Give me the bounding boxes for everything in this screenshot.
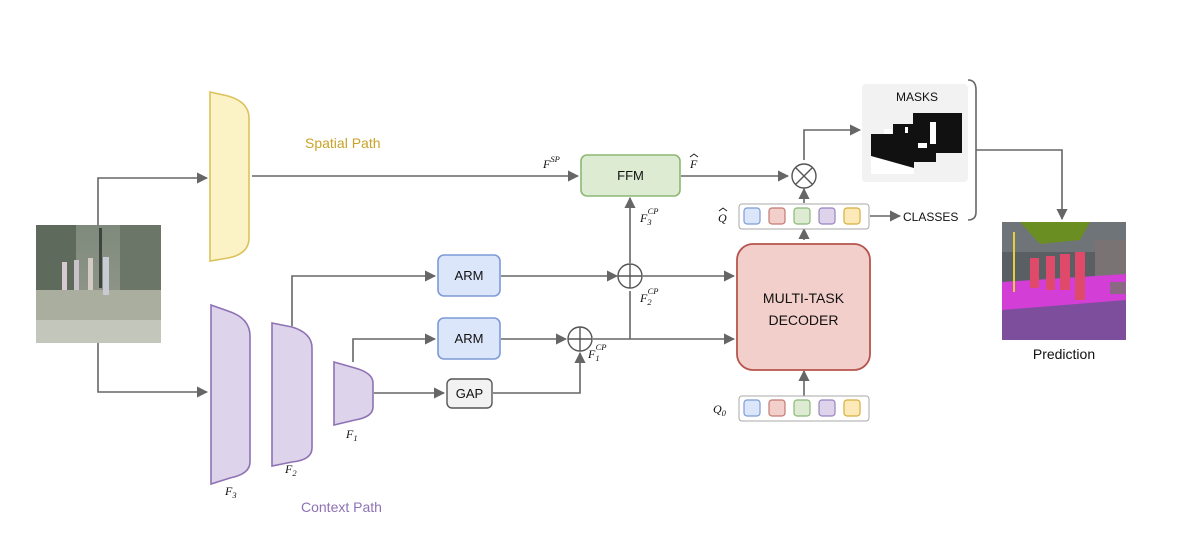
context-block-f1[interactable] bbox=[333, 360, 374, 427]
query-token bbox=[818, 399, 836, 417]
arm-block-top[interactable]: ARM bbox=[437, 254, 501, 297]
f-hat-label: F bbox=[689, 153, 699, 171]
context-block-f3[interactable] bbox=[210, 303, 251, 486]
classes-label: CLASSES bbox=[903, 210, 958, 224]
f-sp-label: FSP bbox=[542, 154, 560, 171]
query-token bbox=[768, 207, 786, 225]
q-hat-query-row bbox=[738, 203, 870, 230]
multiply-node bbox=[791, 163, 817, 189]
prediction-image bbox=[1002, 222, 1126, 340]
masks-label: MASKS bbox=[896, 90, 938, 104]
context-path-label: Context Path bbox=[301, 499, 382, 515]
svg-text:F: F bbox=[689, 157, 698, 171]
query-token bbox=[768, 399, 786, 417]
q0-label: Q0 bbox=[713, 402, 727, 418]
svg-text:Q: Q bbox=[718, 211, 727, 225]
output-bracket bbox=[967, 79, 977, 221]
f3-label: F3 bbox=[224, 484, 237, 500]
f3-cp-label: F3CP bbox=[639, 206, 658, 227]
arm-block-bottom[interactable]: ARM bbox=[437, 317, 501, 360]
query-token bbox=[793, 207, 811, 225]
f1-cp-label: F1CP bbox=[587, 342, 606, 363]
sum-node-f1 bbox=[567, 326, 593, 352]
gap-label: GAP bbox=[456, 386, 483, 401]
decoder-label-line1: MULTI-TASK bbox=[763, 290, 845, 306]
f2-cp-label: F2CP bbox=[639, 286, 658, 307]
masks-panel: MASKS bbox=[862, 84, 968, 182]
connectors bbox=[97, 124, 1068, 399]
prediction-label: Prediction bbox=[1033, 346, 1095, 362]
ffm-label: FFM bbox=[617, 168, 644, 183]
context-block-f2[interactable] bbox=[271, 322, 313, 467]
decoder-label-line2: DECODER bbox=[768, 312, 838, 328]
q-hat-label: Q bbox=[718, 207, 728, 225]
input-image bbox=[36, 225, 161, 343]
query-token bbox=[818, 207, 836, 225]
query-token bbox=[743, 399, 761, 417]
sum-node-f2 bbox=[617, 263, 643, 289]
arm-bottom-label: ARM bbox=[455, 331, 484, 346]
f2-label: F2 bbox=[284, 462, 297, 478]
multi-task-decoder-block[interactable]: MULTI-TASK DECODER bbox=[736, 243, 871, 371]
arm-top-label: ARM bbox=[455, 268, 484, 283]
spatial-path-label: Spatial Path bbox=[305, 135, 381, 151]
f1-label: F1 bbox=[345, 427, 358, 443]
query-token bbox=[843, 207, 861, 225]
gap-block[interactable]: GAP bbox=[446, 378, 493, 409]
ffm-block[interactable]: FFM bbox=[580, 154, 681, 197]
query-token bbox=[843, 399, 861, 417]
spatial-path-block[interactable] bbox=[209, 91, 250, 262]
query-token bbox=[743, 207, 761, 225]
q0-query-row bbox=[738, 395, 870, 422]
query-token bbox=[793, 399, 811, 417]
